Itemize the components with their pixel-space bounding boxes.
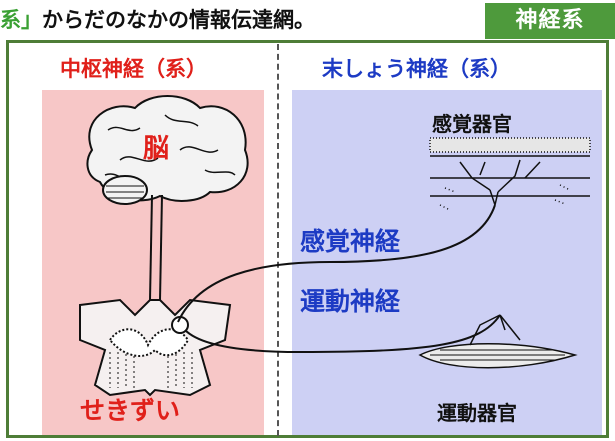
motor-organ-label: 運動器官 (437, 401, 517, 425)
brain-stem (149, 194, 163, 301)
motor-organ-drawing (418, 314, 578, 369)
sensory-nerve-line (177, 204, 496, 323)
section-badge: 神経系 (485, 3, 615, 39)
motor-nerve-label: 運動神経 (300, 287, 401, 316)
spinal-cross-section (79, 298, 232, 397)
title-text: からだのなかの情報伝達網。 (42, 8, 315, 32)
sensory-organ-label: 感覚器官 (432, 112, 512, 136)
spinal-cord-label: せきずい (80, 396, 181, 425)
brain-label: 脳 (143, 134, 170, 164)
motor-nerve-line (184, 314, 501, 354)
central-heading: 中枢神経（系） (60, 57, 207, 81)
sensory-nerve-label: 感覚神経 (300, 227, 401, 256)
brain-drawing (86, 95, 249, 205)
title-accent: 系」 (0, 8, 42, 32)
page-title: 系」からだのなかの情報伝達網。 (0, 0, 315, 40)
peripheral-heading: 末しょう神経（系） (322, 57, 511, 81)
panel-divider (277, 44, 279, 436)
sensory-organ-drawing (429, 137, 591, 211)
